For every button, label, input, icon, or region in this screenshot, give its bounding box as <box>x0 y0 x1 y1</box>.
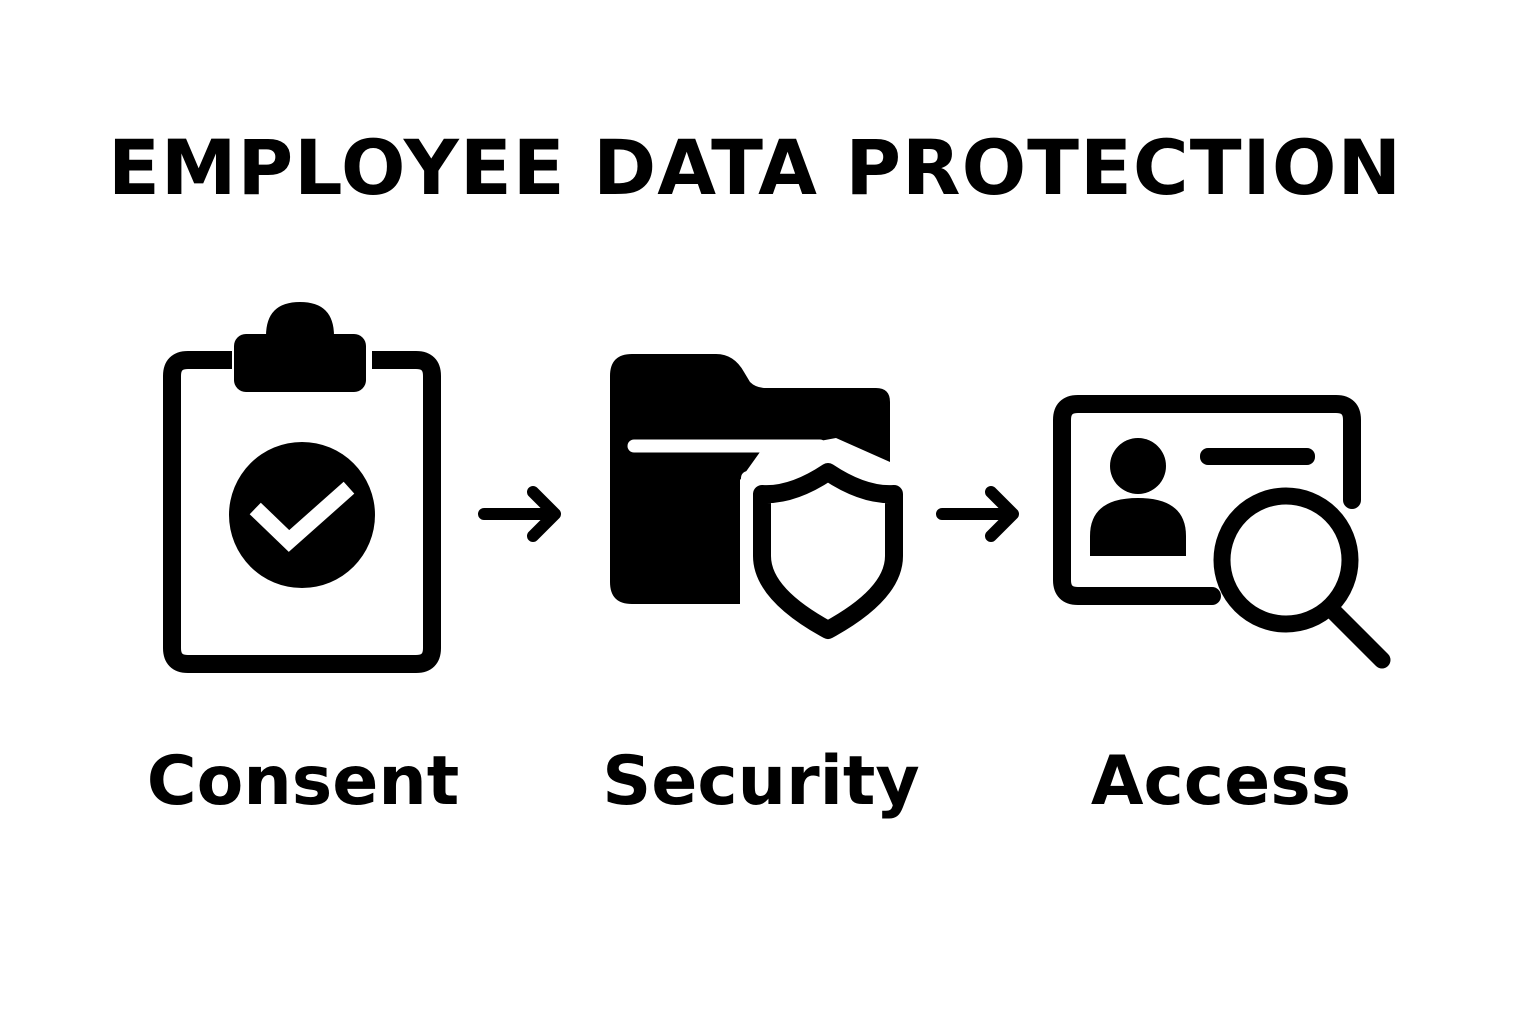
arrow-right-icon <box>476 484 566 544</box>
id-card-search-icon <box>1046 390 1396 670</box>
clipboard-check-icon <box>160 300 445 675</box>
step-label-access: Access <box>1090 742 1352 821</box>
arrow-right-icon <box>934 484 1024 544</box>
step-label-consent: Consent <box>146 742 460 821</box>
diagram-title: EMPLOYEE DATA PROTECTION <box>107 123 1403 212</box>
step-label-security: Security <box>602 742 920 821</box>
folder-shield-icon <box>604 348 916 648</box>
